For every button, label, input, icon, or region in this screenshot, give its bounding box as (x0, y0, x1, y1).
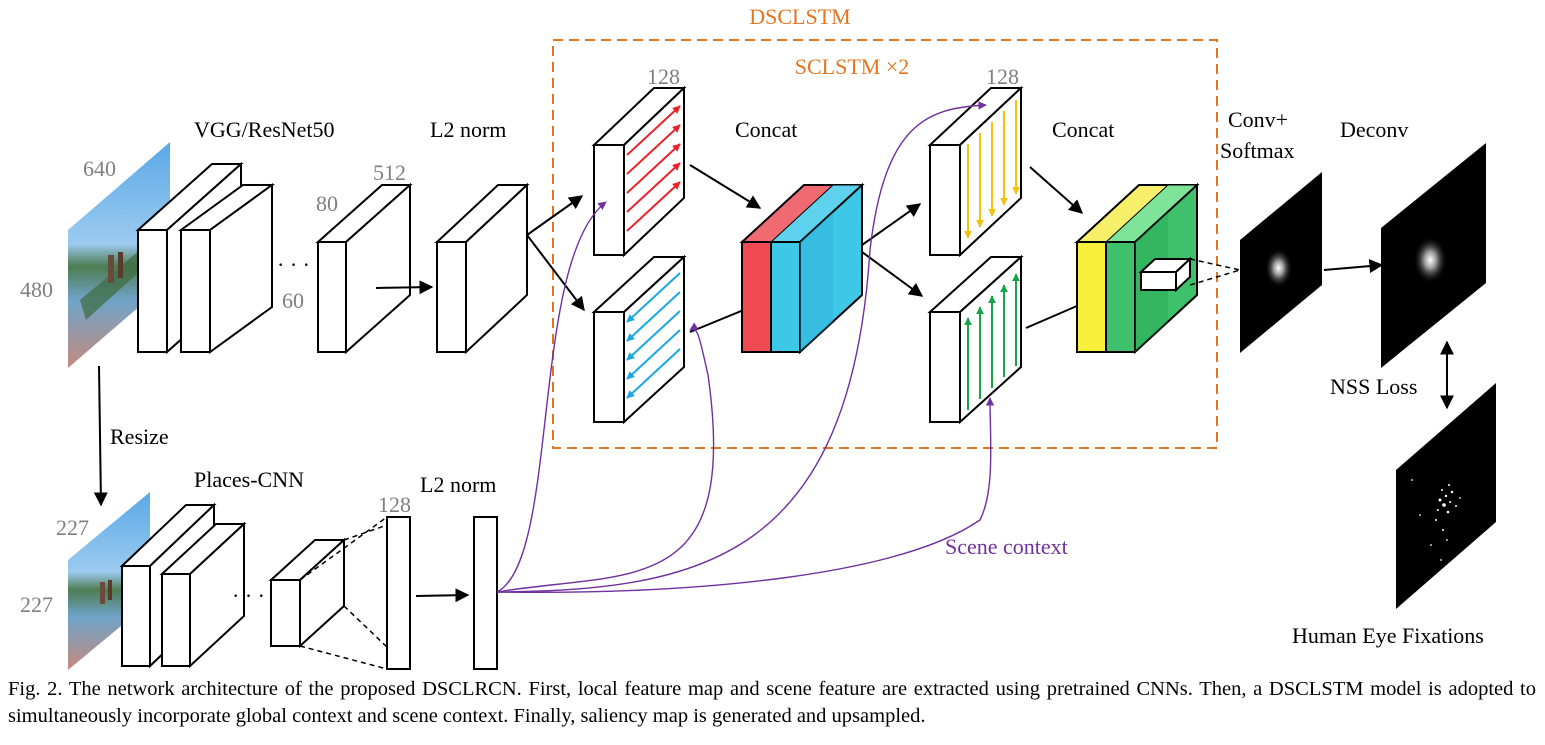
lstm-green-block (927, 254, 1024, 425)
places-channels: 128 (378, 492, 411, 517)
concat2-block (1074, 182, 1200, 355)
vgg-label: VGG/ResNet50 (194, 117, 335, 142)
l2norm-bottom-vector (473, 516, 498, 670)
scene-height: 227 (20, 592, 53, 617)
dsclstm-border (552, 39, 1218, 449)
scene-context-label: Scene context (945, 534, 1068, 559)
lstm-blue-block (591, 254, 687, 425)
places-cnn-label: Places-CNN (194, 467, 304, 492)
lstm1-channels: 128 (647, 64, 680, 89)
arrow-to-deconv (1323, 259, 1384, 274)
sclstm-label: SCLSTM ×2 (795, 54, 910, 79)
architecture-diagram: DSCLSTM SCLSTM ×2 640 480 · · · VGG/ResN… (20, 4, 1496, 670)
vgg-ellipsis: · · · (277, 252, 310, 277)
dsclstm-label: DSCLSTM (749, 4, 850, 29)
resize-label: Resize (110, 424, 169, 449)
feat-height: 60 (282, 288, 304, 313)
deconv-map (1381, 143, 1486, 368)
arrow-red-to-concat (689, 164, 762, 209)
arrow-to-lstm-green (861, 251, 924, 297)
fc-dash-bottom (299, 645, 388, 670)
input-width: 640 (83, 156, 116, 181)
lstm2-channels: 128 (986, 64, 1019, 89)
scene-image (68, 492, 150, 670)
arrow-to-lstm-red (526, 195, 584, 236)
feat-width: 80 (316, 191, 338, 216)
lstm-red-block (591, 85, 687, 258)
scene-width: 227 (56, 515, 89, 540)
vgg-block-2 (177, 183, 276, 354)
places-ellipsis: · · · (232, 583, 265, 608)
nss-loss-label: NSS Loss (1330, 374, 1417, 399)
vgg-output-block (315, 182, 413, 355)
feat-channels: 512 (373, 160, 406, 185)
arrow-yellow-to-concat (1029, 166, 1084, 214)
concat1-block (739, 182, 865, 355)
l2norm-top-label: L2 norm (430, 117, 506, 142)
fixations-label: Human Eye Fixations (1292, 623, 1484, 648)
resize-arrow (93, 365, 108, 507)
places-block-2 (159, 521, 247, 669)
conv-label: Conv+ (1228, 107, 1288, 132)
input-height: 480 (20, 277, 53, 302)
l2norm-top-block (434, 182, 530, 355)
concat2-label: Concat (1052, 117, 1114, 142)
l2norm-bottom-label: L2 norm (420, 472, 496, 497)
places-fc-vector (386, 516, 411, 670)
arrow-to-l2norm (375, 280, 434, 295)
arrow-to-l2norm-bottom (415, 588, 470, 603)
lstm-yellow-block (927, 85, 1024, 258)
figure-caption: Fig. 2. The network architecture of the … (8, 678, 1536, 727)
fixation-map (1396, 383, 1496, 609)
concat1-label: Concat (735, 117, 797, 142)
input-image (68, 142, 170, 368)
deconv-label: Deconv (1340, 117, 1408, 142)
softmax-label: Softmax (1220, 138, 1295, 163)
scene-context-curves (496, 101, 995, 593)
softmax-map (1240, 172, 1322, 353)
arrow-to-lstm-blue (526, 234, 585, 312)
